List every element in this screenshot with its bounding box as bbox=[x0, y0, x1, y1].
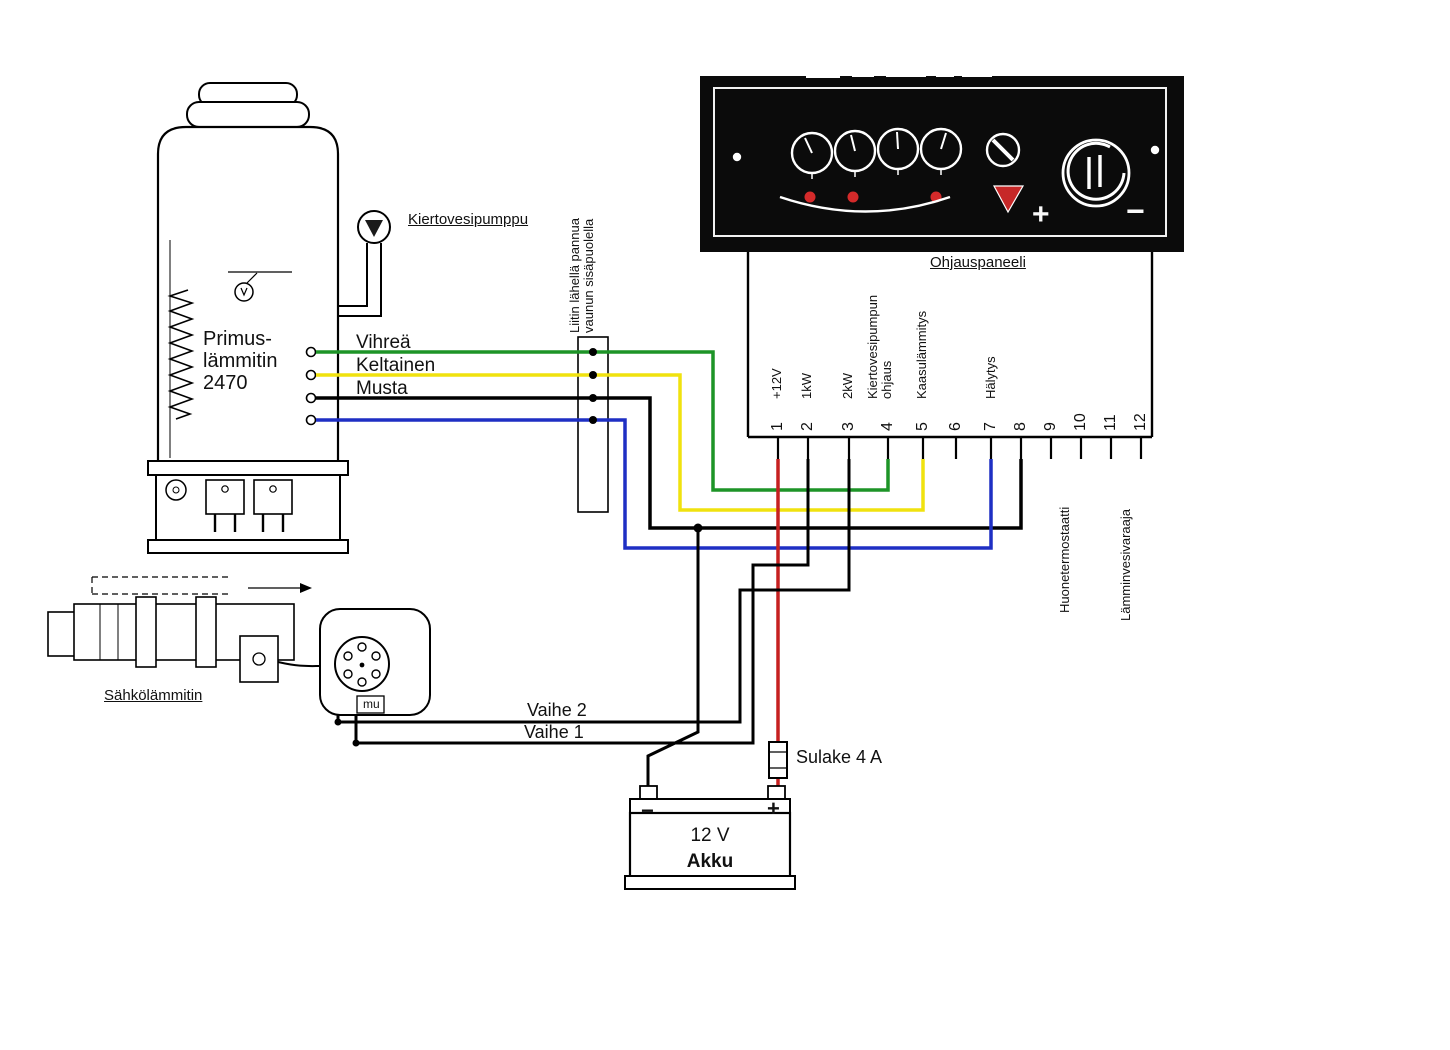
wire-battery-minus bbox=[646, 528, 700, 786]
wire-phase1 bbox=[354, 459, 810, 745]
panel-minus-sign: − bbox=[1126, 193, 1145, 229]
panel-led-indicators bbox=[804, 191, 942, 203]
terminal-number-11: 11 bbox=[1102, 414, 1119, 431]
terminal-label-12v: +12V bbox=[769, 368, 784, 399]
heater-wire-terminals bbox=[305, 346, 317, 426]
terminal-number-12: 12 bbox=[1132, 413, 1149, 431]
terminal-label-water-heater: Lämminvesivaraaja bbox=[1118, 509, 1133, 621]
panel-main-knob bbox=[1061, 138, 1131, 208]
terminal-number-10: 10 bbox=[1072, 413, 1089, 431]
terminal-label-alarm: Hälytys bbox=[983, 356, 998, 399]
primus-heater-art bbox=[147, 82, 349, 554]
warning-triangle-icon bbox=[992, 185, 1025, 214]
plug-marking: mu bbox=[363, 697, 380, 711]
terminal-number-5: 5 bbox=[914, 422, 931, 431]
panel-screw-right bbox=[1150, 145, 1160, 155]
panel-plus-sign: + bbox=[1032, 198, 1050, 231]
terminal-label-gas-heating: Kaasulämmitys bbox=[914, 310, 929, 399]
pump-label: Kiertovesipumppu bbox=[408, 211, 529, 228]
plug-connector-art bbox=[319, 608, 431, 716]
wire-label-black: Musta bbox=[356, 378, 408, 399]
wire-blue bbox=[316, 418, 993, 550]
terminal-number-4: 4 bbox=[879, 422, 896, 431]
terminal-label-2kw: 2kW bbox=[840, 373, 855, 399]
electric-heater-label: Sähkölämmitin bbox=[104, 687, 203, 704]
wires bbox=[316, 350, 1023, 788]
battery-art bbox=[624, 785, 796, 890]
plug-marking-box bbox=[356, 695, 385, 714]
terminal-number-7: 7 bbox=[982, 422, 999, 431]
inline-connector-note: Liitin lähellä pannua vaunun sisäpuolell… bbox=[567, 218, 597, 333]
wire-label-yellow: Keltainen bbox=[356, 355, 436, 376]
terminal-number-9: 9 bbox=[1042, 422, 1059, 431]
inline-connector-strip bbox=[577, 336, 609, 513]
phase2-label: Vaihe 2 bbox=[527, 700, 587, 720]
terminal-bus bbox=[746, 252, 1154, 459]
terminal-number-3: 3 bbox=[840, 422, 857, 431]
junction-dots bbox=[334, 348, 703, 747]
control-panel-art bbox=[700, 70, 1184, 252]
battery-plus-sign: + bbox=[767, 796, 780, 821]
heater-coil bbox=[167, 289, 195, 420]
phase1-label: Vaihe 1 bbox=[524, 722, 584, 742]
battery-name: Akku bbox=[686, 851, 734, 872]
wire-yellow bbox=[316, 373, 925, 512]
circulation-pump-art bbox=[338, 210, 391, 317]
battery-voltage: 12 V bbox=[690, 825, 730, 846]
panel-dials bbox=[790, 127, 963, 179]
terminal-number-1: 1 bbox=[769, 422, 786, 431]
panel-selector-screw bbox=[985, 132, 1021, 168]
heater-title: Primus- lämmitin 2470 bbox=[203, 328, 278, 394]
battery-minus-sign: − bbox=[641, 798, 654, 823]
terminal-label-room-thermostat: Huonetermostaatti bbox=[1057, 506, 1072, 613]
panel-arc bbox=[779, 195, 951, 213]
terminal-number-8: 8 bbox=[1012, 422, 1029, 431]
terminal-label-1kw: 1kW bbox=[799, 373, 814, 399]
fuse-art bbox=[768, 741, 788, 779]
terminal-label-pump-control: Kiertovesipumpun ohjaus bbox=[865, 294, 895, 399]
terminal-number-2: 2 bbox=[799, 422, 816, 431]
wire-black-musta bbox=[316, 396, 1023, 530]
fuse-label: Sulake 4 A bbox=[796, 747, 883, 767]
panel-screw-left bbox=[732, 152, 742, 162]
control-panel-label: Ohjauspaneeli bbox=[930, 254, 1026, 271]
wire-green bbox=[316, 350, 890, 492]
flow-arrow-icon bbox=[300, 583, 312, 593]
electric-heater-art bbox=[47, 576, 323, 683]
terminal-number-6: 6 bbox=[947, 422, 964, 431]
wire-label-green: Vihreä bbox=[356, 332, 411, 353]
